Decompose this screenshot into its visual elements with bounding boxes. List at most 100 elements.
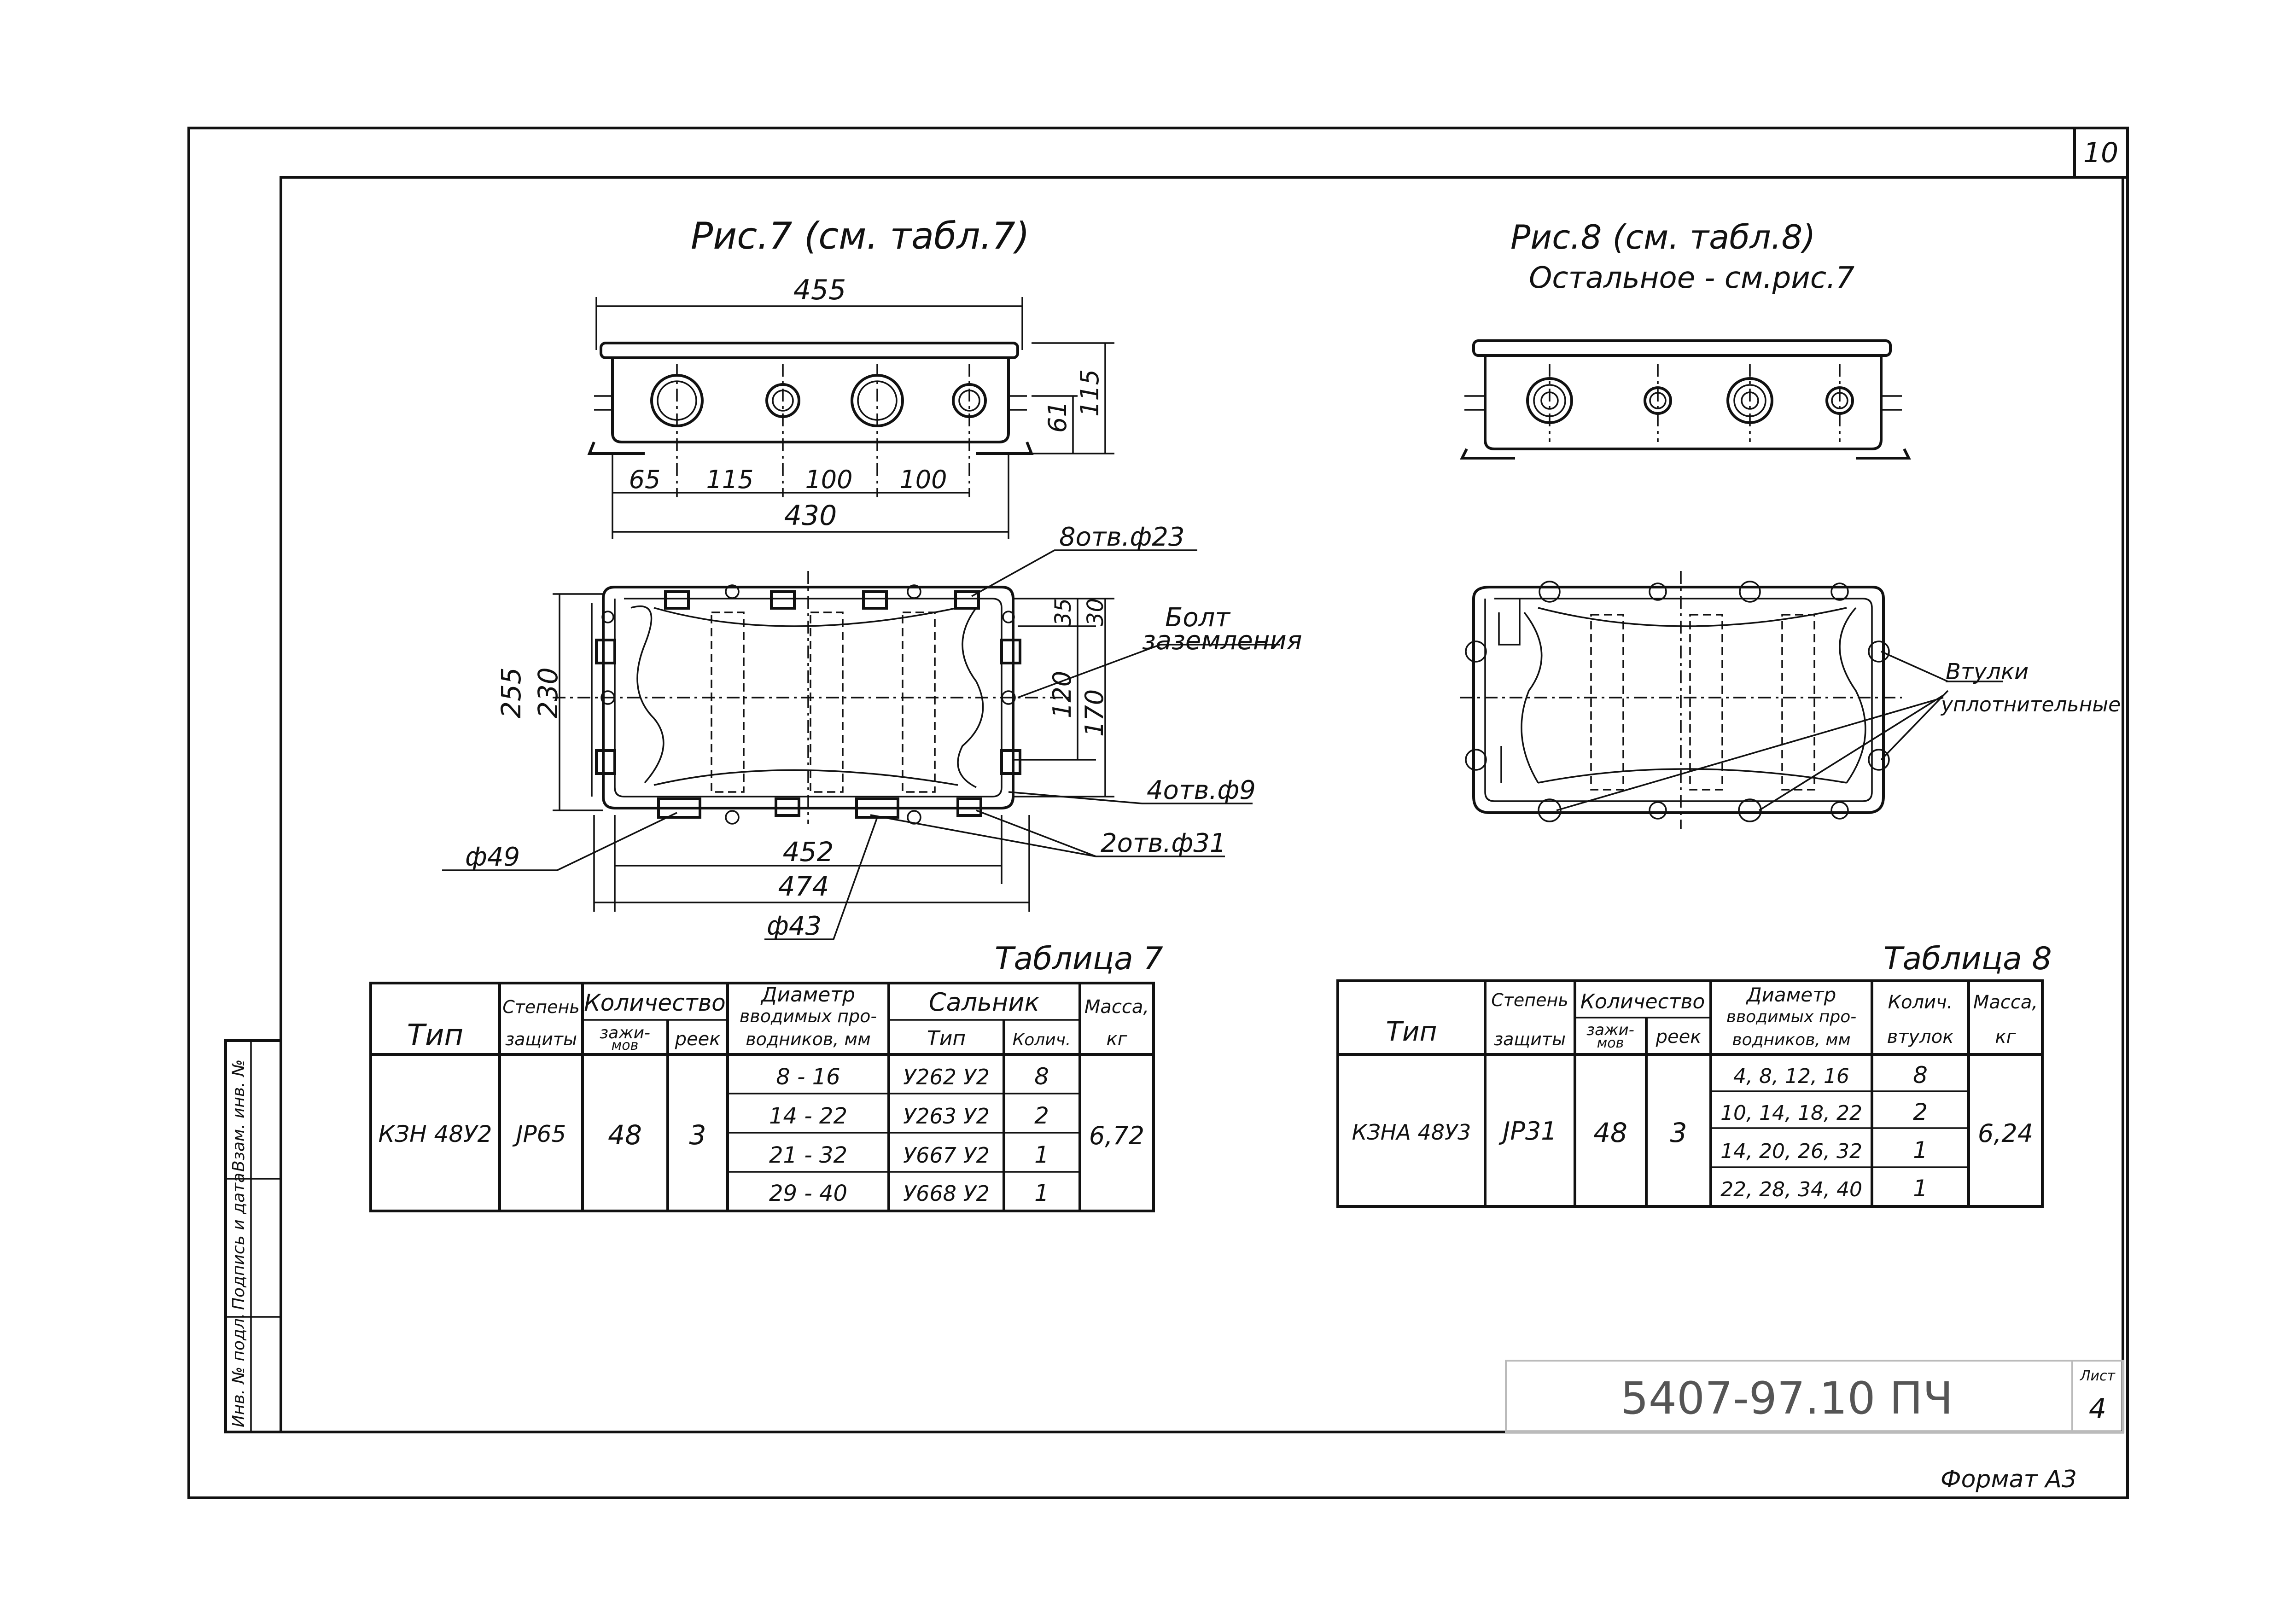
t8-h-diam-2: вводимых про- [1726,1007,1856,1026]
t8-h-bqty-2: втулок [1887,1026,1954,1048]
callout-holes-9: 4отв.ф9 [1147,775,1256,805]
figure-7: Рис.7 (см. табл.7) 455 61 [442,215,1302,941]
t8-r3-qty: 1 [1913,1175,1928,1202]
callout-bolt-1: Болт [1165,603,1230,633]
t8-h-clamps-2: мов [1597,1035,1624,1051]
t7-type: КЗН 48У2 [379,1121,492,1147]
t8-r3-diam: 22, 28, 34, 40 [1720,1178,1862,1201]
dim-115-h: 115 [1075,369,1104,417]
t8-h-diam-1: Диаметр [1746,984,1836,1006]
title-block: 5407-97.10 ПЧ Лист 4 Формат А3 [1505,1360,2124,1493]
t7-din: 3 [689,1119,706,1151]
t7-h-diam-3: водников, мм [746,1029,871,1049]
sheet-no: 4 [2089,1393,2106,1425]
dim-30: 30 [1083,598,1108,626]
t7-h-clamps-2: мов [612,1037,639,1054]
dim-65: 65 [629,465,661,494]
t8-h-prot-2: защиты [1494,1029,1566,1049]
t7-h-gland: Сальник [929,988,1040,1017]
t7-h-qty: Количество [584,990,726,1016]
dim-474: 474 [778,871,829,902]
fig8-subtitle: Остальное - см.рис.7 [1529,261,1854,295]
stamp-inv: Инв. № подл. [229,1313,248,1427]
dim-35: 35 [1050,598,1076,626]
t8-clamps: 48 [1593,1117,1627,1148]
t7-r2-qty: 1 [1034,1141,1049,1168]
t7-r1-qty: 2 [1034,1102,1049,1129]
stamp-vzam: Взам. инв. № [229,1059,248,1172]
t8-r1-diam: 10, 14, 18, 22 [1720,1101,1862,1125]
t7-h-prot-2: защиты [505,1029,577,1049]
dim-115: 115 [706,465,753,494]
t7-mass: 6,72 [1089,1121,1144,1150]
t7-r0-qty: 8 [1034,1063,1049,1090]
t7-r0-diam: 8 - 16 [776,1064,840,1090]
table-8: Таблица 8 Тип Степень защиты Количество … [1336,941,2052,1208]
t7-r2-diam: 21 - 32 [769,1142,847,1168]
dim-230: 230 [532,667,564,718]
callout-d49: ф49 [465,842,520,872]
t8-type: КЗНА 48У3 [1352,1120,1471,1145]
table7-caption: Таблица 7 [995,941,1163,977]
callout-holes-31: 2отв.ф31 [1101,828,1226,858]
t7-h-gland-qty: Колич. [1013,1030,1071,1049]
format-label: Формат А3 [1941,1466,2077,1493]
inner-frame [280,176,2124,1433]
t8-h-mass-1: Масса, [1973,992,2038,1013]
t8-h-diam-3: водников, мм [1732,1030,1850,1049]
callout-d43: ф43 [767,911,822,941]
figure-8: Рис.8 (см. табл.8) Остальное - см.рис.7 [1460,218,2121,829]
sheet-number-box [2073,127,2129,179]
t7-r1-gland: У263 У2 [903,1104,990,1129]
dim-430: 430 [784,500,837,532]
t7-r2-gland: У667 У2 [903,1143,990,1168]
t7-r3-gland: У668 У2 [903,1181,990,1206]
side-stamp-strip: Взам. инв. № Подпись и дата Инв. № подл. [224,1039,282,1433]
fig7-title: Рис.7 (см. табл.7) [691,215,1030,257]
t7-h-clamps-1: зажи- [600,1024,650,1042]
sheet-label: Лист [2080,1368,2116,1384]
t8-h-clamps-1: зажи- [1586,1021,1634,1039]
dim-100a: 100 [805,465,852,494]
callout-bushings-2: уплотнительные [1940,693,2121,716]
t8-protection: JP31 [1498,1117,1556,1146]
table8-caption: Таблица 8 [1883,941,2052,977]
outer-frame [187,127,2129,1499]
table-7: Таблица 7 Тип Степень защиты Количество … [369,941,1163,1212]
t7-r3-qty: 1 [1034,1180,1049,1206]
t7-h-gland-type: Тип [927,1027,966,1050]
t7-h-mass-1: Масса, [1084,996,1149,1018]
t7-protection: JP65 [512,1121,566,1147]
t8-r2-diam: 14, 20, 26, 32 [1720,1140,1862,1163]
t8-r0-qty: 8 [1913,1062,1928,1088]
t7-r3-diam: 29 - 40 [769,1181,847,1206]
t8-h-mass-2: кг [1995,1026,2016,1048]
t8-h-bqty-1: Колич. [1888,992,1953,1013]
fig7-front-view: 455 61 115 65 115 [587,274,1114,539]
fig8-front-view [1460,339,1911,460]
t8-h-qty: Количество [1580,990,1705,1013]
dim-170: 170 [1080,689,1109,737]
dim-61: 61 [1043,401,1072,433]
doc-code: 5407-97.10 ПЧ [1621,1373,1953,1424]
t7-r1-diam: 14 - 22 [769,1103,847,1129]
t8-r1-qty: 2 [1913,1099,1928,1125]
t7-h-diam-2: вводимых про- [740,1006,877,1026]
stamp-signature: Подпись и дата [229,1173,248,1310]
sheet-number: 10 [2083,137,2118,169]
t8-h-type: Тип [1386,1016,1437,1047]
dim-120: 120 [1048,671,1077,718]
t8-r2-qty: 1 [1913,1137,1928,1164]
dim-455: 455 [793,274,846,306]
dim-452: 452 [783,836,834,867]
t8-mass: 6,24 [1978,1119,2033,1148]
dim-255: 255 [496,667,527,718]
callout-bolt-2: заземления [1142,626,1302,656]
t8-din: 3 [1670,1117,1687,1148]
fig8-plan-view: Втулки уплотнительные [1460,571,2121,829]
t7-h-prot-1: Степень [502,997,580,1017]
t7-h-diam-1: Диаметр [760,983,855,1007]
fig8-title: Рис.8 (см. табл.8) [1510,218,1815,256]
t7-r0-gland: У262 У2 [903,1065,990,1089]
